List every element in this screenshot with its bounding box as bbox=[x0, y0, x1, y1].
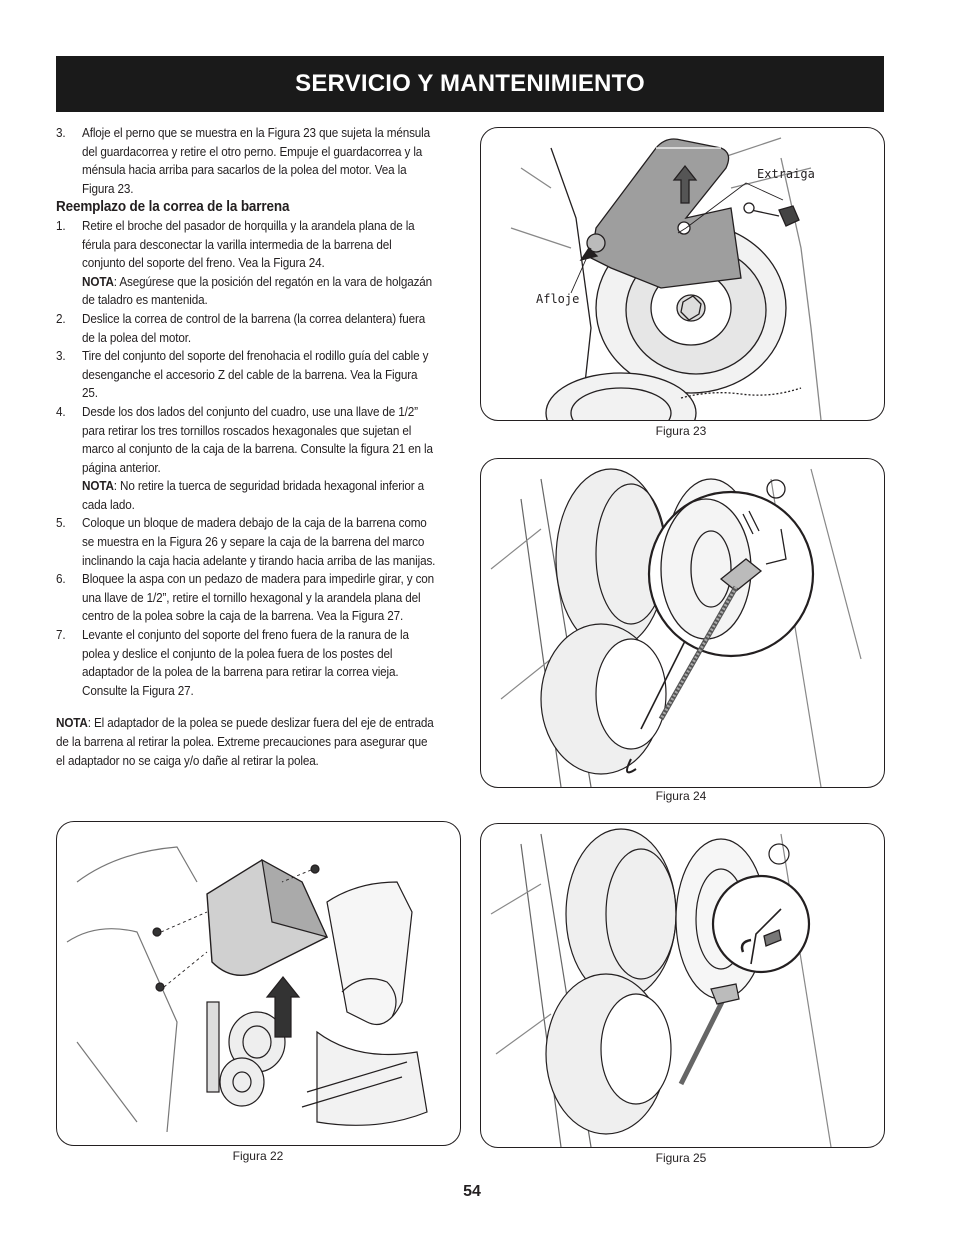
step-text: Tire del conjunto del soporte del frenoh… bbox=[82, 349, 429, 401]
step-number: 3. bbox=[56, 349, 66, 364]
figure-25-illustration bbox=[480, 823, 885, 1148]
cable-z-fitting-drawing bbox=[490, 828, 832, 1147]
zoom-circle bbox=[711, 874, 811, 974]
note-label: NOTA bbox=[82, 479, 114, 494]
figure-23-illustration: Extraiga Afloje bbox=[480, 127, 885, 421]
figure-24-caption: Figura 24 bbox=[655, 789, 707, 803]
list-item: 4. Desde los dos lados del conjunto del c… bbox=[56, 403, 435, 515]
callout-remove: Extraiga bbox=[757, 167, 815, 181]
note-label: NOTA bbox=[82, 274, 114, 289]
step-text: Retire el broche del pasador de horquill… bbox=[82, 218, 415, 271]
step-number: 1. bbox=[56, 218, 66, 233]
final-note: NOTA: El adaptador de la polea se puede … bbox=[56, 714, 435, 770]
step-body: Tire del conjunto del soporte del frenoh… bbox=[82, 347, 435, 403]
figure-22-illustration bbox=[56, 821, 461, 1146]
step-number: 5. bbox=[56, 516, 66, 531]
step-text: Deslice la correa de control de la barre… bbox=[82, 311, 426, 345]
callout-loosen: Afloje bbox=[536, 292, 579, 306]
list-item: 2. Deslice la correa de control de la bar… bbox=[56, 310, 435, 347]
belt-guard-drawing: Extraiga Afloje bbox=[510, 137, 822, 420]
step-text: Levante el conjunto del soporte del fren… bbox=[82, 628, 409, 698]
step-body: Bloquee la aspa con un pedazo de madera … bbox=[82, 570, 435, 626]
step-number: 4. bbox=[56, 404, 66, 419]
brake-bracket-drawing bbox=[490, 468, 862, 787]
zoom-circle bbox=[647, 479, 815, 721]
step-text: Coloque un bloque de madera debajo de la… bbox=[82, 516, 436, 568]
step-body: Desde los dos lados del conjunto del cua… bbox=[82, 403, 435, 515]
note-text: : El adaptador de la polea se puede desl… bbox=[56, 716, 434, 768]
note-text: : No retire la tuerca de seguridad brida… bbox=[82, 479, 425, 512]
list-item: 7. Levante el conjunto del soporte del fr… bbox=[56, 626, 435, 700]
list-item: 1. Retire el broche del pasador de horqui… bbox=[56, 217, 435, 310]
figure-23-caption: Figura 23 bbox=[655, 424, 707, 438]
list-item: 6. Bloquee la aspa con un pedazo de mader… bbox=[56, 570, 435, 626]
section-header: SERVICIO Y MANTENIMIENTO bbox=[56, 56, 884, 112]
step-number: 2. bbox=[56, 311, 66, 326]
figure-22-caption: Figura 22 bbox=[232, 1149, 284, 1163]
figure-24-illustration bbox=[480, 458, 885, 788]
page-title: SERVICIO Y MANTENIMIENTO bbox=[295, 70, 645, 97]
step-number: 6. bbox=[56, 572, 66, 587]
page-number: 54 bbox=[463, 1183, 481, 1200]
section-heading: Reemplazo de la correa de la barrena bbox=[56, 199, 290, 216]
step-text: Afloje el perno que se muestra en la Fig… bbox=[82, 126, 431, 196]
instructions-column: 3. Afloje el perno que se muestra en la … bbox=[56, 124, 435, 770]
figure-25-caption: Figura 25 bbox=[655, 1151, 707, 1165]
step-number: 3. bbox=[56, 126, 66, 140]
step-body: Deslice la correa de control de la barre… bbox=[82, 310, 435, 347]
step-text: Desde los dos lados del conjunto del cua… bbox=[82, 404, 433, 475]
intro-step: 3. Afloje el perno que se muestra en la … bbox=[56, 124, 435, 198]
step-body: Levante el conjunto del soporte del fren… bbox=[82, 626, 435, 700]
step-text: Bloquee la aspa con un pedazo de madera … bbox=[82, 572, 435, 624]
belt-cover-drawing bbox=[66, 846, 428, 1133]
list-item: 5. Coloque un bloque de madera debajo de … bbox=[56, 514, 435, 570]
step-number: 7. bbox=[56, 628, 66, 643]
list-item: 3. Tire del conjunto del soporte del fren… bbox=[56, 347, 435, 403]
step-body: Coloque un bloque de madera debajo de la… bbox=[82, 514, 435, 570]
steps-list: 1. Retire el broche del pasador de horqui… bbox=[56, 217, 435, 700]
note-text: : Asegúrese que la posición del regatón … bbox=[82, 274, 433, 308]
step-body: Retire el broche del pasador de horquill… bbox=[82, 217, 435, 310]
note-label: NOTA bbox=[56, 716, 88, 731]
